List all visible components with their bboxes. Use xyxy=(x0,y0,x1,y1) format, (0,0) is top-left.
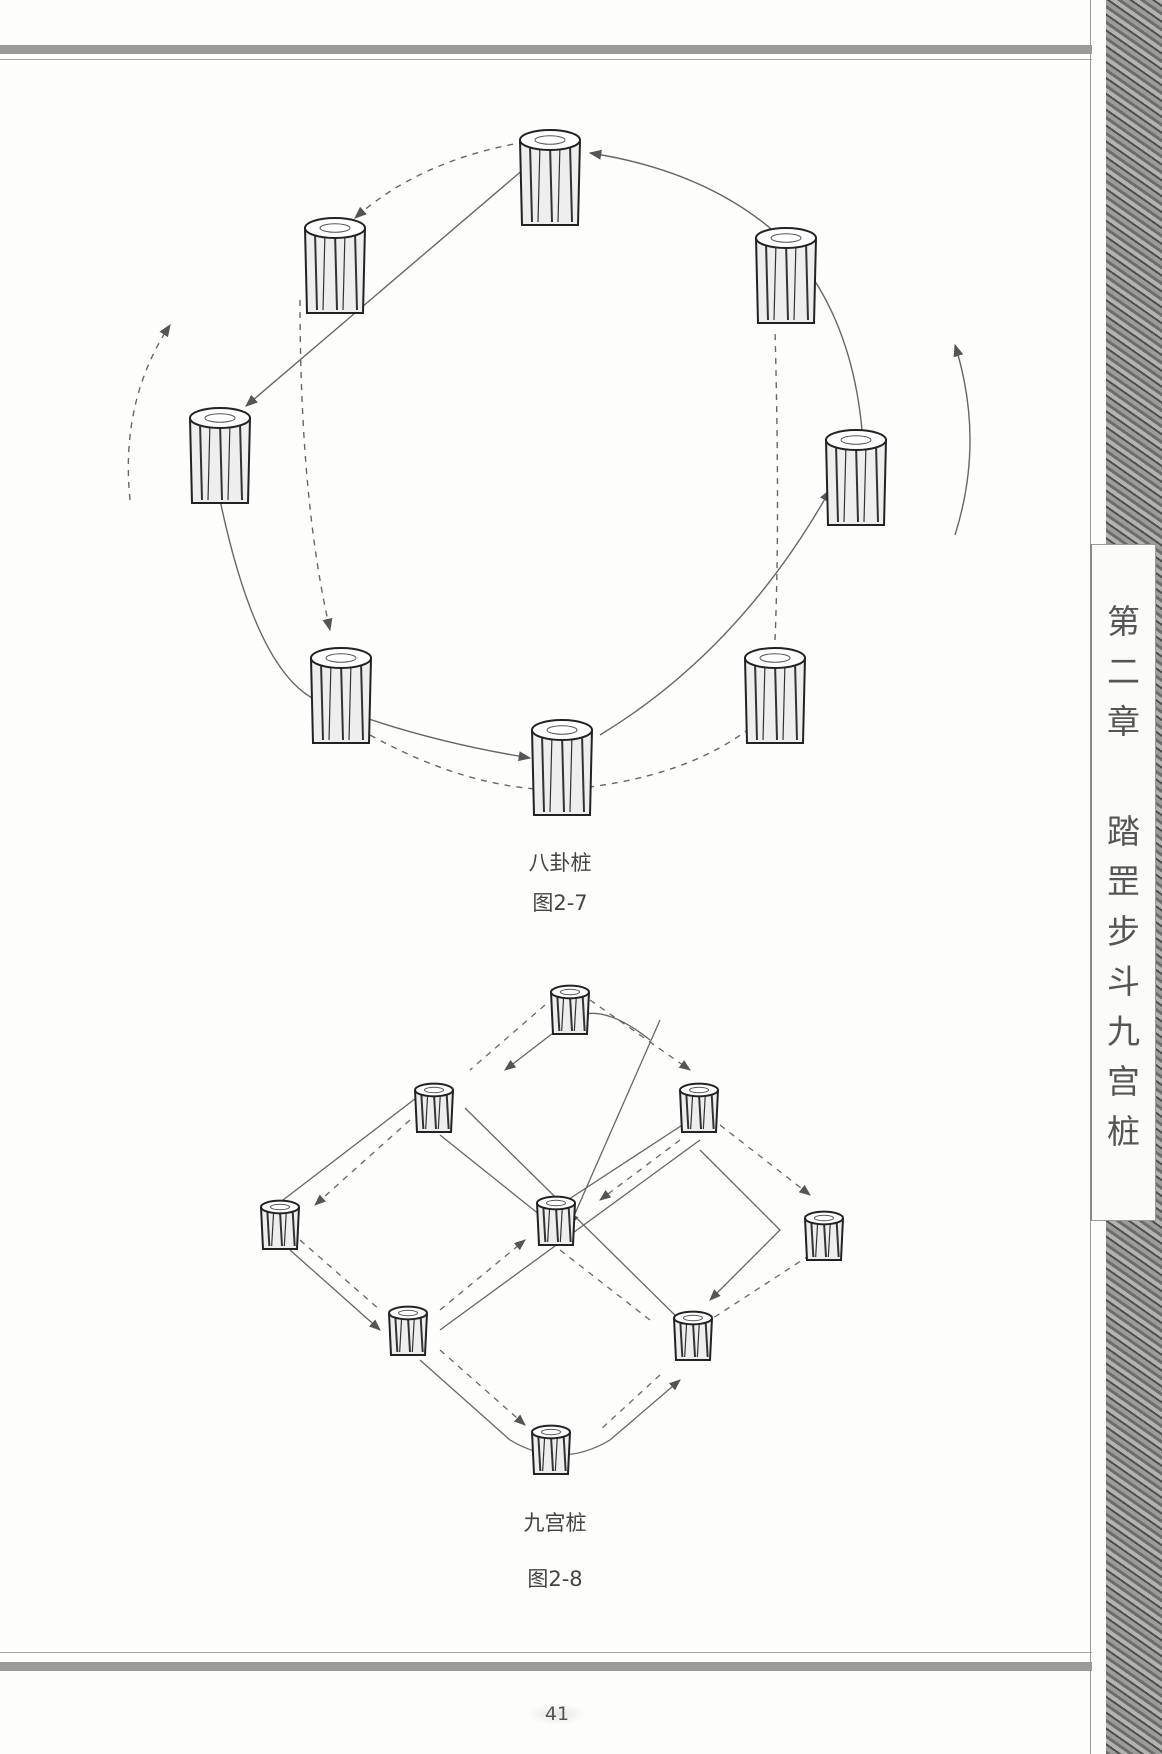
figure-illustrations xyxy=(127,129,971,1475)
chapter-title: 踏 罡 步 斗 九 宫 桩 xyxy=(1092,807,1155,1157)
bottom-rule-thin xyxy=(0,1652,1092,1653)
stump-icon xyxy=(531,719,593,816)
char: 九 xyxy=(1107,1012,1140,1051)
figure-title: 八卦桩 xyxy=(528,851,592,875)
stump-icon xyxy=(744,647,806,744)
top-rule-thin xyxy=(0,59,1092,60)
stump-icon xyxy=(388,1305,428,1356)
char: 踏 xyxy=(1107,812,1140,851)
stump-icon xyxy=(519,129,581,226)
figure-label: 图2-7 xyxy=(532,891,588,915)
stump-icon xyxy=(189,407,251,504)
stump-icon xyxy=(673,1310,713,1361)
char: 罡 xyxy=(1107,862,1140,901)
top-rule xyxy=(0,45,1092,54)
figure-label: 图2-8 xyxy=(527,1567,583,1591)
bottom-rule xyxy=(0,1662,1092,1671)
page-number: 41 xyxy=(527,1703,587,1725)
stump-icon xyxy=(310,647,372,744)
stump-icon xyxy=(825,429,887,526)
char: 步 xyxy=(1107,912,1140,951)
char: 章 xyxy=(1107,702,1140,741)
stump-icon xyxy=(804,1210,844,1261)
char: 桩 xyxy=(1107,1112,1140,1151)
stump-icon xyxy=(679,1082,719,1133)
stump-icon xyxy=(550,984,590,1035)
char: 斗 xyxy=(1107,962,1140,1001)
stump-icon xyxy=(304,217,366,314)
char: 二 xyxy=(1107,652,1140,691)
char: 宫 xyxy=(1107,1062,1140,1101)
chapter-label: 第 二 章 xyxy=(1092,597,1155,747)
stump-icon xyxy=(755,227,817,324)
stump-icon xyxy=(531,1424,571,1475)
chapter-tab: 第 二 章 踏 罡 步 斗 九 宫 桩 xyxy=(1090,544,1156,1221)
char: 第 xyxy=(1107,602,1140,641)
stump-icon xyxy=(260,1199,300,1250)
stump-icon xyxy=(414,1082,454,1133)
stump-icon xyxy=(536,1195,576,1246)
figure-title: 九宫桩 xyxy=(523,1511,587,1535)
stumps xyxy=(189,129,887,1475)
